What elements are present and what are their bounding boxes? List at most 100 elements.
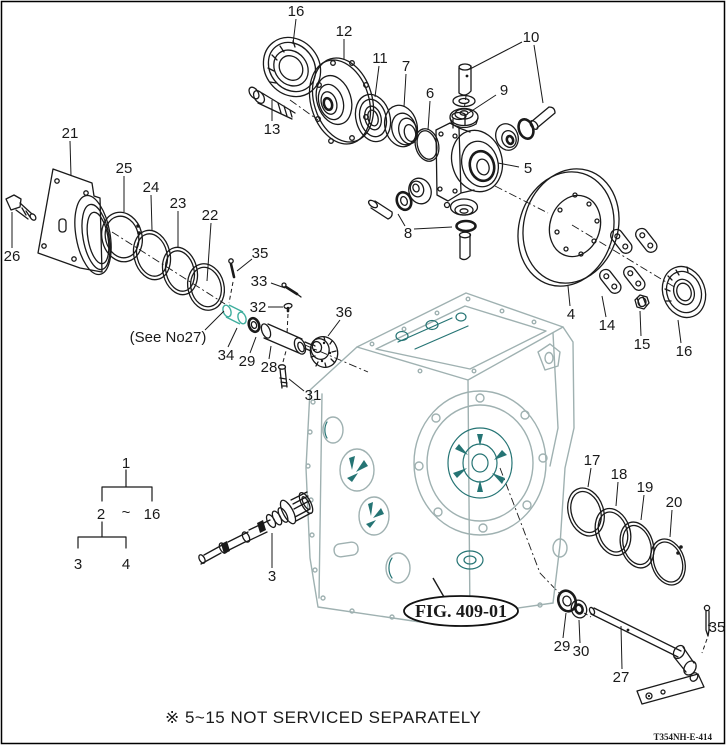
fig-label: FIG. 409-01	[415, 601, 507, 621]
tree-node-16: 16	[144, 506, 161, 523]
part-number-9: 9	[500, 82, 508, 99]
lever-27	[588, 606, 705, 705]
callout-leader-7	[403, 73, 407, 108]
callout-leader-5	[497, 162, 520, 168]
pinion-shaft-28	[260, 323, 307, 355]
transmission-case-art	[305, 292, 575, 623]
part-number-6: 6	[426, 85, 434, 102]
part-number-7: 7	[402, 58, 410, 75]
pin-35-upper	[228, 258, 236, 279]
orings-17-20	[567, 487, 686, 586]
callout-leader-8	[397, 213, 406, 227]
screw-33	[281, 282, 302, 298]
diff-case-5	[435, 111, 504, 209]
part-number-11: 11	[372, 50, 388, 67]
callout-leader-35	[707, 624, 712, 627]
part-number-34: 34	[218, 347, 235, 364]
hierarchy-tree: 1 2 ~ 16 3 4	[74, 455, 161, 573]
washer-30-lower	[570, 599, 588, 619]
bearing-29-upper	[247, 316, 261, 334]
service-note: ※ 5~15 NOT SERVICED SEPARATELY	[165, 708, 481, 727]
fig-ellipse	[403, 595, 519, 627]
part-number-3: 3	[268, 568, 276, 585]
flange-plate-12	[308, 57, 375, 145]
callout-leader-11	[374, 65, 380, 98]
part-number-24: 24	[143, 179, 160, 196]
callout-leader-15	[639, 310, 642, 337]
callout-leader-35	[236, 258, 253, 272]
callout-leader-8	[413, 226, 453, 230]
tree-node-3: 3	[74, 556, 82, 573]
part-number-27: 27	[613, 669, 630, 686]
part-number-8: 8	[404, 225, 412, 242]
part-number-20: 20	[666, 494, 683, 511]
callout-leader-16	[292, 18, 297, 45]
bolt-13	[248, 86, 296, 120]
part-number-32: 32	[250, 299, 267, 316]
flange-spline-wedges	[453, 434, 507, 492]
part-number-4: 4	[567, 306, 575, 323]
see-note-group: (See No27)	[130, 310, 225, 346]
seal-carrier-7	[383, 104, 419, 148]
callout-leader-4	[567, 285, 571, 307]
callout-leader-6	[427, 100, 431, 131]
part-number-14: 14	[599, 317, 616, 334]
part-number-15: 15	[634, 336, 651, 353]
part-number-10: 10	[523, 29, 540, 46]
callout-leader-34	[227, 327, 238, 348]
tree-node-2: 2	[97, 506, 105, 523]
callout-leader-16	[677, 319, 682, 344]
bearing-16-right	[661, 265, 707, 319]
part-number-13: 13	[264, 121, 281, 138]
axle-housing-21	[37, 168, 112, 276]
washer-29-lower	[556, 589, 578, 613]
tree-node-1: 1	[122, 455, 130, 472]
spacer-34	[222, 304, 247, 325]
tree-node-tilde: ~	[122, 504, 131, 521]
ring-gear-4	[517, 168, 620, 287]
callout-leader-22	[206, 222, 212, 282]
spider-gear-stack-9	[449, 94, 535, 151]
callout-leader-24	[150, 194, 153, 231]
part-number-30: 30	[573, 643, 590, 660]
part-number-22: 22	[202, 207, 219, 224]
part-number-33: 33	[251, 273, 268, 290]
part-number-21: 21	[62, 125, 79, 142]
callout-leader-19	[640, 494, 645, 521]
part-number-28: 28	[261, 359, 278, 376]
part-number-36: 36	[336, 304, 353, 321]
part-number-23: 23	[170, 195, 187, 212]
pin-35-lower	[703, 604, 711, 637]
part-number-35: 35	[709, 619, 726, 636]
input-shaft-3	[198, 491, 314, 565]
callout-leader-33	[270, 282, 286, 289]
part-number-18: 18	[611, 466, 628, 483]
bearing-16-top	[262, 36, 322, 98]
callout-leader-10	[533, 44, 544, 104]
callout-leader-36	[327, 319, 341, 337]
part-number-25: 25	[116, 160, 133, 177]
snap-rings-22-25	[101, 211, 226, 311]
callout-leader-31	[288, 378, 305, 392]
part-number-16: 16	[676, 343, 693, 360]
see-note: (See No27)	[130, 329, 207, 346]
callout-leader-28	[268, 345, 272, 360]
part-number-19: 19	[637, 479, 654, 496]
callout-leader-30	[578, 619, 581, 644]
part-number-29: 29	[239, 353, 256, 370]
callout-leader-29	[562, 612, 567, 639]
callout-leader-14	[601, 295, 607, 318]
callout-leader-10	[469, 41, 523, 70]
bolt-32	[283, 302, 293, 313]
nut-15	[634, 294, 650, 310]
grease-fitting-26	[5, 194, 37, 221]
part-number-5: 5	[524, 160, 532, 177]
callout-leader-17	[587, 467, 592, 488]
fig-reference-callout: FIG. 409-01	[403, 577, 519, 627]
callout-leader-9	[466, 94, 497, 115]
callout-leader-20	[669, 509, 673, 538]
callout-leader-27	[620, 625, 623, 670]
